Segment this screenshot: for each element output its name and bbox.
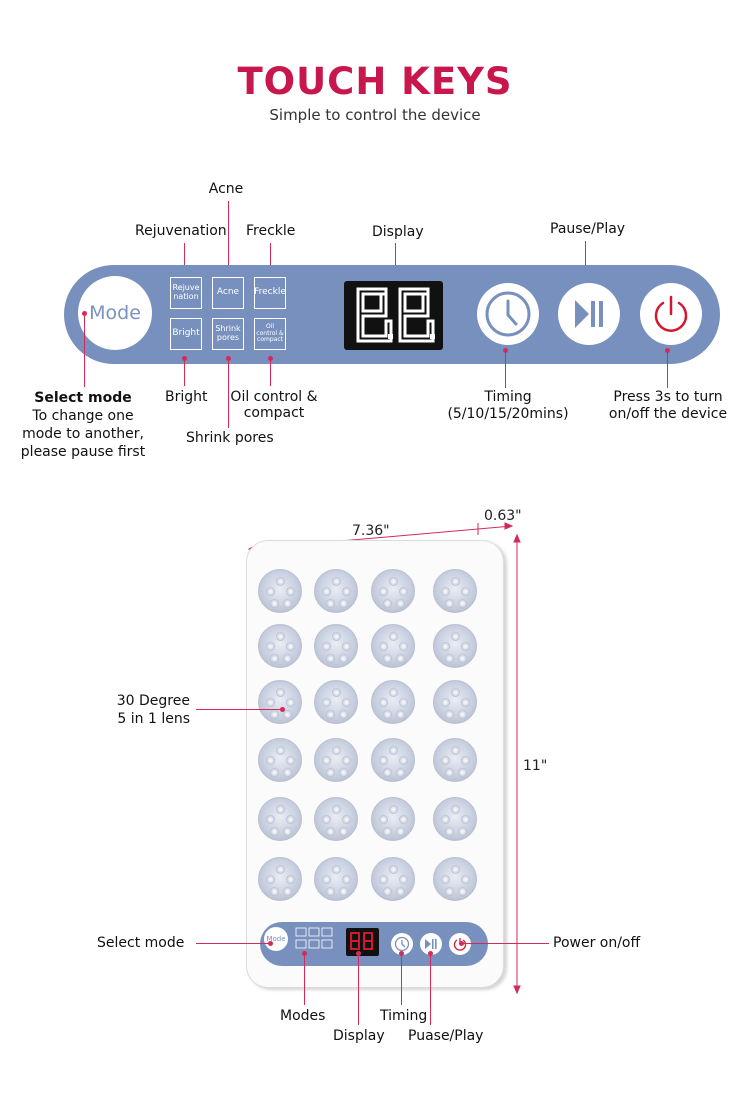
leader-device-pause-play <box>430 953 431 1025</box>
select-mode-note: Select mode To change one mode to anothe… <box>6 389 160 461</box>
key-bright[interactable]: Bright <box>170 318 202 350</box>
mode-button[interactable]: Mode <box>78 276 152 350</box>
select-mode-desc-1: To change one <box>32 408 134 424</box>
leader-device-select-mode <box>196 943 270 944</box>
label-display: Display <box>372 224 424 240</box>
leader-power <box>667 350 668 388</box>
page-title: TOUCH KEYS <box>237 60 513 103</box>
leader-pause-play <box>585 241 586 271</box>
label-shrink-pores: Shrink pores <box>186 430 274 446</box>
mini-keys-grid <box>295 927 333 949</box>
oil-control-line-2: compact <box>243 405 305 421</box>
label-oil-control: Oil control & compact <box>226 389 322 421</box>
label-bright: Bright <box>165 389 208 405</box>
power-line-2: on/off the device <box>608 406 728 422</box>
leader-device-timing <box>401 953 402 1005</box>
select-mode-desc-2: mode to another, <box>22 426 144 442</box>
power-line-1: Press 3s to turn <box>613 389 723 405</box>
lens-line-1: 30 Degree <box>116 693 190 709</box>
leader-lens <box>196 709 282 710</box>
mini-mode-keys[interactable] <box>295 926 335 962</box>
leader-dot <box>280 707 285 712</box>
mini-timing-button[interactable] <box>391 933 413 955</box>
power-icon <box>654 295 688 332</box>
label-rejuvenation: Rejuvenation <box>135 223 227 239</box>
leader-device-display <box>358 953 359 1025</box>
mini-digits <box>350 932 373 950</box>
seven-segment-digits <box>356 287 435 343</box>
dimension-depth: 0.63" <box>484 508 522 524</box>
label-freckle: Freckle <box>246 223 296 239</box>
leader-rejuvenation <box>184 243 185 271</box>
leader-oil-control <box>270 358 271 386</box>
page-subtitle: Simple to control the device <box>269 106 481 124</box>
label-lens: 30 Degree 5 in 1 lens <box>90 692 190 728</box>
select-mode-desc-3: please pause first <box>20 444 146 460</box>
mini-mode-button[interactable]: Mode <box>264 927 288 951</box>
play-pause-icon <box>575 300 603 328</box>
key-shrink-pores[interactable]: Shrink pores <box>212 318 244 350</box>
leader-modes <box>304 953 305 1005</box>
key-freckle[interactable]: Freckle <box>254 277 286 309</box>
label-device-pause-play: Puase/Play <box>408 1028 484 1044</box>
led-display <box>344 281 443 350</box>
leader-shrink-pores <box>228 358 229 428</box>
leader-display <box>395 243 396 271</box>
leader-select-mode <box>84 313 85 387</box>
label-device-timing: Timing <box>380 1008 428 1024</box>
leader-dot <box>268 941 273 946</box>
leader-bright <box>184 358 185 386</box>
mini-led-display <box>346 928 379 956</box>
label-device-display: Display <box>333 1028 385 1044</box>
oil-control-line-1: Oil control & <box>230 389 318 405</box>
label-timing: Timing (5/10/15/20mins) <box>446 389 570 423</box>
select-mode-title: Select mode <box>34 390 132 406</box>
timing-line-1: Timing <box>484 389 532 405</box>
label-device-select-mode: Select mode <box>97 935 185 951</box>
label-power: Press 3s to turn on/off the device <box>602 389 734 423</box>
power-button[interactable] <box>640 283 702 345</box>
label-modes: Modes <box>280 1008 326 1024</box>
label-pause-play: Pause/Play <box>550 221 626 237</box>
label-acne: Acne <box>208 181 244 197</box>
leader-freckle <box>270 243 271 271</box>
timing-line-2: (5/10/15/20mins) <box>447 406 569 422</box>
lens-line-2: 5 in 1 lens <box>117 711 190 727</box>
device-body <box>246 540 504 988</box>
leader-timing <box>505 350 506 388</box>
clock-icon <box>485 291 531 337</box>
key-rejuvenation[interactable]: Rejuve nation <box>170 277 202 309</box>
timing-button[interactable] <box>477 283 539 345</box>
key-acne[interactable]: Acne <box>212 277 244 309</box>
leader-dot <box>459 941 464 946</box>
dimension-height: 11" <box>523 758 548 774</box>
key-oil-control[interactable]: Oil control & compact <box>254 318 286 350</box>
dimension-width: 7.36" <box>352 523 390 539</box>
leader-acne <box>228 201 229 271</box>
leader-device-power <box>461 943 549 944</box>
mini-pause-play-button[interactable] <box>420 933 442 955</box>
mini-play-pause-icon <box>425 939 437 949</box>
mini-clock-icon <box>394 936 410 952</box>
pause-play-button[interactable] <box>558 283 620 345</box>
label-device-power: Power on/off <box>553 935 641 951</box>
